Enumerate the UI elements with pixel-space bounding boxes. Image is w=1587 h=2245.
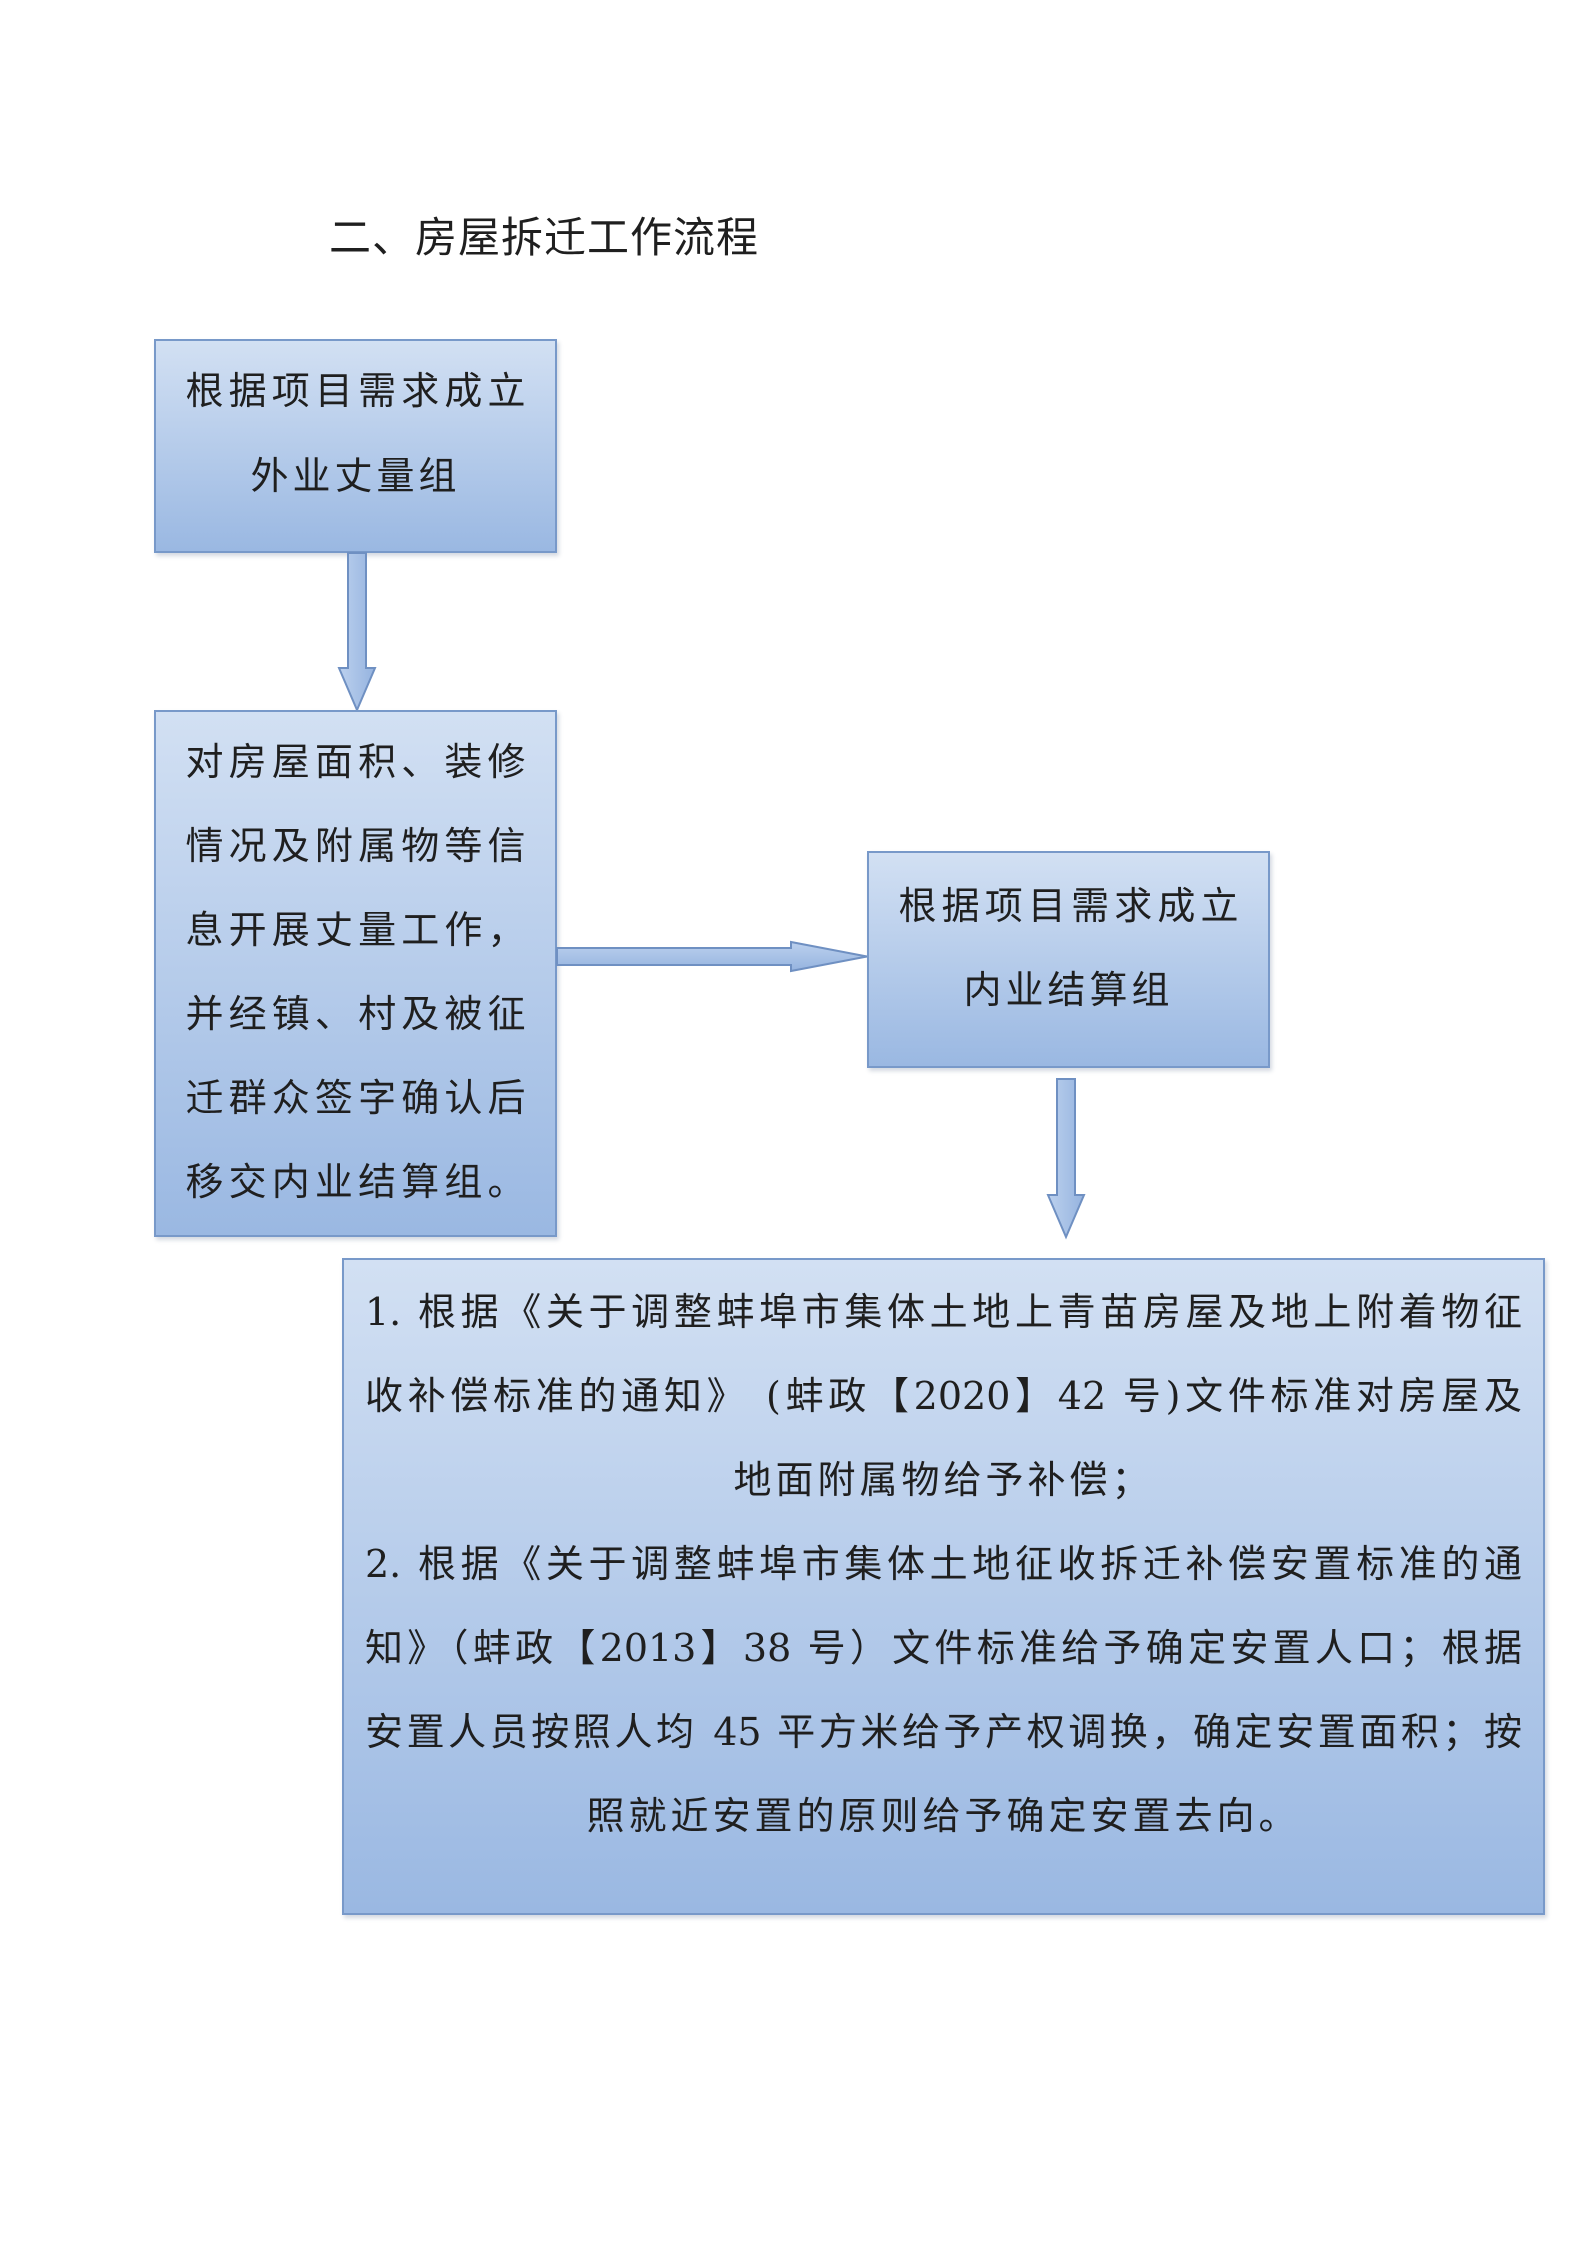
arrow-shape xyxy=(556,940,868,973)
arrow-down-connector xyxy=(337,552,377,713)
flow-box-line: 外业丈量组 xyxy=(250,454,461,498)
flow-box-line: 根据项目需求成立 xyxy=(185,369,526,413)
flow-box-line: 2. 根据《关于调整蚌埠市集体土地征收拆迁补偿安置标准的通 xyxy=(365,1542,1522,1586)
arrow-right-connector xyxy=(556,940,868,973)
flow-box-text: 根据项目需求成立 内业结算组 xyxy=(899,864,1239,1032)
flow-box-line: 知》（蚌政【2013】38 号）文件标准给予确定安置人口；根据 xyxy=(365,1626,1522,1670)
arrow-down-connector xyxy=(1046,1078,1086,1240)
flow-box-line: 内业结算组 xyxy=(963,968,1174,1012)
flow-box-text: 1. 根据《关于调整蚌埠市集体土地上青苗房屋及地上附着物征 收补偿标准的通知》 … xyxy=(365,1270,1522,1858)
flow-box-survey-group: 根据项目需求成立 外业丈量组 xyxy=(154,339,557,553)
flow-box-line: 安置人员按照人均 45 平方米给予产权调换，确定安置面积；按 xyxy=(365,1710,1522,1754)
flow-box-line: 收补偿标准的通知》 (蚌政【2020】42 号)文件标准对房屋及 xyxy=(365,1374,1522,1418)
flow-box-text: 对房屋面积、装修 情况及附属物等信 息开展丈量工作， 并经镇、村及被征 迁群众签… xyxy=(186,720,526,1224)
flow-box-line: 并经镇、村及被征 xyxy=(185,992,526,1036)
arrow-shape xyxy=(1046,1078,1086,1240)
section-title: 二、房屋拆迁工作流程 xyxy=(329,213,760,262)
flow-box-settlement-group: 根据项目需求成立 内业结算组 xyxy=(867,851,1270,1068)
flow-box-text: 根据项目需求成立 外业丈量组 xyxy=(186,349,526,519)
flow-box-line: 地面附属物给予补偿； xyxy=(733,1458,1154,1502)
flow-box-survey-work: 对房屋面积、装修 情况及附属物等信 息开展丈量工作， 并经镇、村及被征 迁群众签… xyxy=(154,710,557,1237)
flow-box-line: 照就近安置的原则给予确定安置去向。 xyxy=(586,1794,1301,1838)
flow-box-line: 息开展丈量工作， xyxy=(185,908,526,952)
flow-box-line: 根据项目需求成立 xyxy=(898,884,1239,928)
flow-box-line: 1. 根据《关于调整蚌埠市集体土地上青苗房屋及地上附着物征 xyxy=(365,1290,1522,1334)
flow-box-compensation: 1. 根据《关于调整蚌埠市集体土地上青苗房屋及地上附着物征 收补偿标准的通知》 … xyxy=(342,1258,1545,1915)
flow-box-line: 情况及附属物等信 xyxy=(185,824,526,868)
flow-box-line: 迁群众签字确认后 xyxy=(185,1076,526,1120)
arrow-shape xyxy=(337,552,377,713)
flow-box-line: 移交内业结算组。 xyxy=(185,1160,526,1204)
flow-box-line: 对房屋面积、装修 xyxy=(185,740,526,784)
